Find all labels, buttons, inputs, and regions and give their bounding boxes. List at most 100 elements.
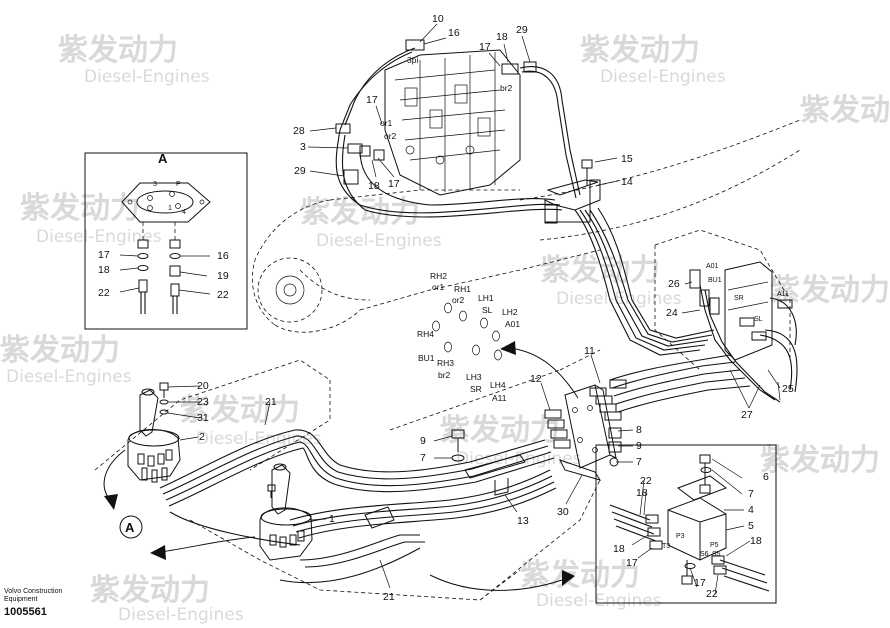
detail-a-title: A xyxy=(158,151,168,166)
fitting xyxy=(689,269,701,289)
port-labels: 3pi br2 or1 or2 RH2 or1 RH1 or2 LH1 SL L… xyxy=(380,55,789,403)
port-label: P3 xyxy=(676,533,685,540)
port-label: T3 xyxy=(662,543,670,550)
callout-17: 17 xyxy=(479,41,491,53)
fitting xyxy=(609,379,627,389)
fitting xyxy=(699,289,710,307)
joystick-hoses xyxy=(159,429,557,584)
footer-brand: Volvo Construction xyxy=(4,588,63,595)
callout-19: 19 xyxy=(217,270,229,282)
callout-16: 16 xyxy=(448,27,460,39)
fitting xyxy=(608,441,622,453)
view-marker-label: A xyxy=(125,520,135,535)
port-label: S5 xyxy=(712,551,721,558)
port-label: LH3 xyxy=(466,372,482,382)
callout-17: 17 xyxy=(626,557,638,569)
callout-29: 29 xyxy=(294,165,306,177)
callout-17: 17 xyxy=(388,178,400,190)
callout-17: 17 xyxy=(694,577,706,589)
port-label: S6 xyxy=(700,551,709,558)
callout-22: 22 xyxy=(98,287,110,299)
callout-11: 11 xyxy=(584,345,595,357)
fitting xyxy=(751,331,767,341)
callout-13: 13 xyxy=(517,515,529,527)
port-label: LH2 xyxy=(502,307,518,317)
detail-a-panel: A 3 P 1 4 xyxy=(84,151,248,330)
view-marker-a: A xyxy=(119,515,143,539)
callout-29: 29 xyxy=(516,24,528,36)
port-label: or2 xyxy=(452,295,465,305)
callout-16: 16 xyxy=(217,250,229,262)
detail-manifold-panel: P3 T3 P5 S6 S5 xyxy=(595,444,777,604)
callout-22: 22 xyxy=(640,475,652,487)
fitting xyxy=(544,409,562,419)
port-label: A01 xyxy=(706,263,719,270)
watermark-brand-sub: Diesel-Engines xyxy=(84,67,210,87)
watermark-brand-sub: Diesel-Engines xyxy=(196,429,322,449)
callout-1: 1 xyxy=(329,513,335,525)
watermark-brand-sub: Diesel-Engines xyxy=(118,605,244,625)
left-joystick xyxy=(127,388,181,483)
callout-17: 17 xyxy=(366,94,378,106)
port-label: SL xyxy=(754,316,763,323)
pilot-manifold-block xyxy=(544,379,627,481)
fitting xyxy=(335,123,351,134)
footer-brand-sub: Equipment xyxy=(4,596,38,603)
watermark-brand: 紫发动力 xyxy=(20,191,140,226)
joystick-fasteners xyxy=(159,382,169,415)
watermark-brand-sub: Diesel-Engines xyxy=(600,67,726,87)
port-label: A01 xyxy=(505,319,520,329)
fitting xyxy=(547,419,565,429)
watermark-layer: 紫发动力 Diesel-Engines 紫发动力 Diesel-Engines … xyxy=(0,33,890,625)
callout-10: 10 xyxy=(432,13,444,25)
fitting xyxy=(501,63,519,75)
callout-21: 21 xyxy=(383,591,395,603)
travel-pilot-valve xyxy=(689,261,798,403)
fitting xyxy=(553,439,571,449)
callout-21: 21 xyxy=(265,396,277,408)
watermark-brand: 紫发动力 xyxy=(180,393,300,428)
callout-15: 15 xyxy=(621,153,633,165)
watermark-brand-sub: Diesel-Engines xyxy=(6,367,132,387)
port-label: RH2 xyxy=(430,271,447,281)
callout-23: 23 xyxy=(197,396,209,408)
watermark-brand: 紫发动力 xyxy=(90,573,210,608)
callout-26: 26 xyxy=(668,278,680,290)
fitting xyxy=(709,297,720,315)
callout-18: 18 xyxy=(636,487,648,499)
callout-22: 22 xyxy=(706,588,718,600)
port-label: 1 xyxy=(168,205,172,212)
callout-18: 18 xyxy=(613,543,625,555)
watermark-brand: 紫发动力 xyxy=(800,93,890,128)
callout-2: 2 xyxy=(199,431,205,443)
fitting xyxy=(347,143,363,154)
fitting xyxy=(608,427,622,439)
watermark-brand: 紫发动力 xyxy=(520,558,640,593)
leader-lines xyxy=(167,23,781,595)
port-label: 4 xyxy=(182,209,186,216)
callout-17: 17 xyxy=(98,249,110,261)
callout-9: 9 xyxy=(420,435,426,447)
hose-clamp-bracket xyxy=(544,159,601,224)
port-label: RH3 xyxy=(437,358,454,368)
port-label: P5 xyxy=(710,542,719,549)
port-label: SR xyxy=(470,384,482,394)
callout-25: 25 xyxy=(782,383,794,395)
watermark-brand: 紫发动力 xyxy=(0,333,120,368)
port-label: RH4 xyxy=(417,329,434,339)
port-label: A11 xyxy=(777,291,789,298)
callout-9: 9 xyxy=(636,440,642,452)
port-label: SL xyxy=(482,305,493,315)
fitting xyxy=(373,149,385,161)
port-label: 3pi xyxy=(407,55,418,65)
port-label: BU1 xyxy=(418,353,435,363)
callout-18: 18 xyxy=(368,180,380,192)
callout-7: 7 xyxy=(420,452,426,464)
watermark-brand: 紫发动力 xyxy=(760,443,880,478)
main-control-valve xyxy=(384,49,521,196)
port-label: 3 xyxy=(153,181,157,188)
pilot-hose-bundle xyxy=(574,207,751,413)
watermark-brand-sub: Diesel-Engines xyxy=(36,227,162,247)
watermark-brand-sub: Diesel-Engines xyxy=(556,289,682,309)
